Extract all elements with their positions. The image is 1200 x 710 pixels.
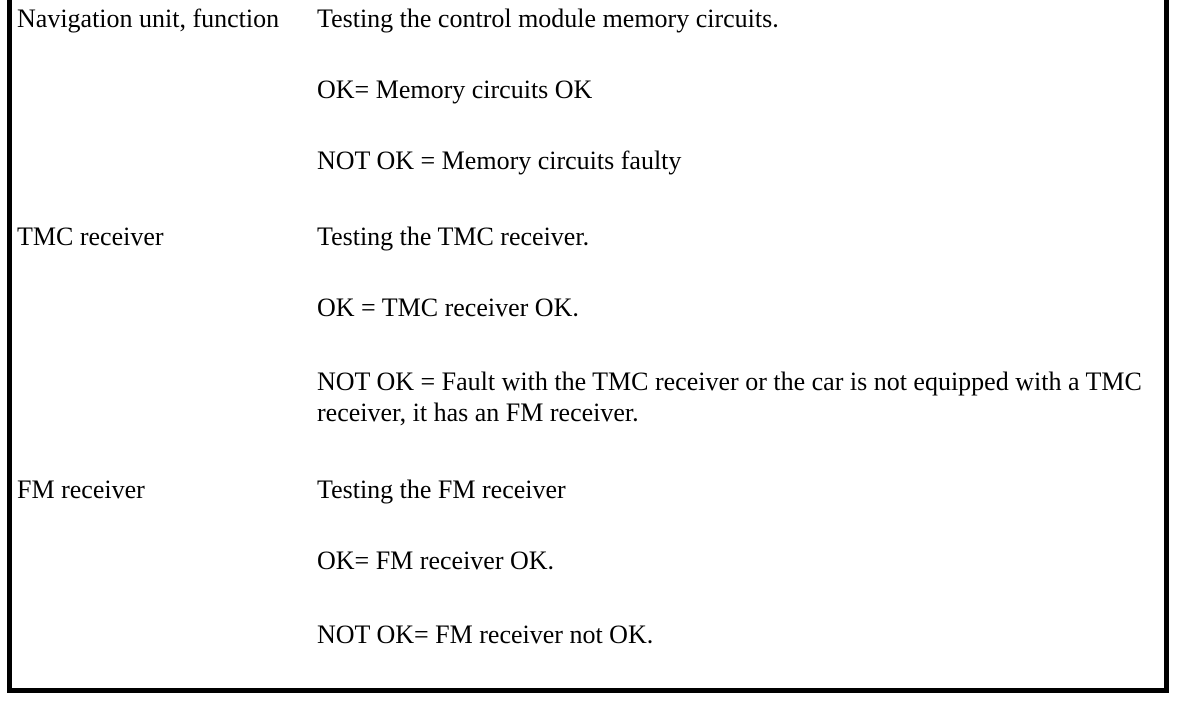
description-line: Testing the control module memory circui… — [317, 4, 779, 33]
description-line: NOT OK = Memory circuits faulty — [317, 146, 682, 175]
row-label: Navigation unit, function — [17, 4, 280, 33]
row-label: TMC receiver — [17, 222, 164, 251]
description-line: OK = TMC receiver OK. — [317, 293, 579, 322]
description-line: OK= FM receiver OK. — [317, 546, 555, 575]
row-label: FM receiver — [17, 475, 145, 504]
description-line: NOT OK = Fault with the TMC receiver or … — [317, 367, 1142, 427]
description-line: NOT OK= FM receiver not OK. — [317, 620, 654, 649]
table-frame: Navigation unit, function Testing the co… — [7, 0, 1169, 693]
description-line: Testing the TMC receiver. — [317, 222, 590, 251]
description-line: Testing the FM receiver — [317, 475, 566, 504]
description-line: OK= Memory circuits OK — [317, 75, 593, 104]
